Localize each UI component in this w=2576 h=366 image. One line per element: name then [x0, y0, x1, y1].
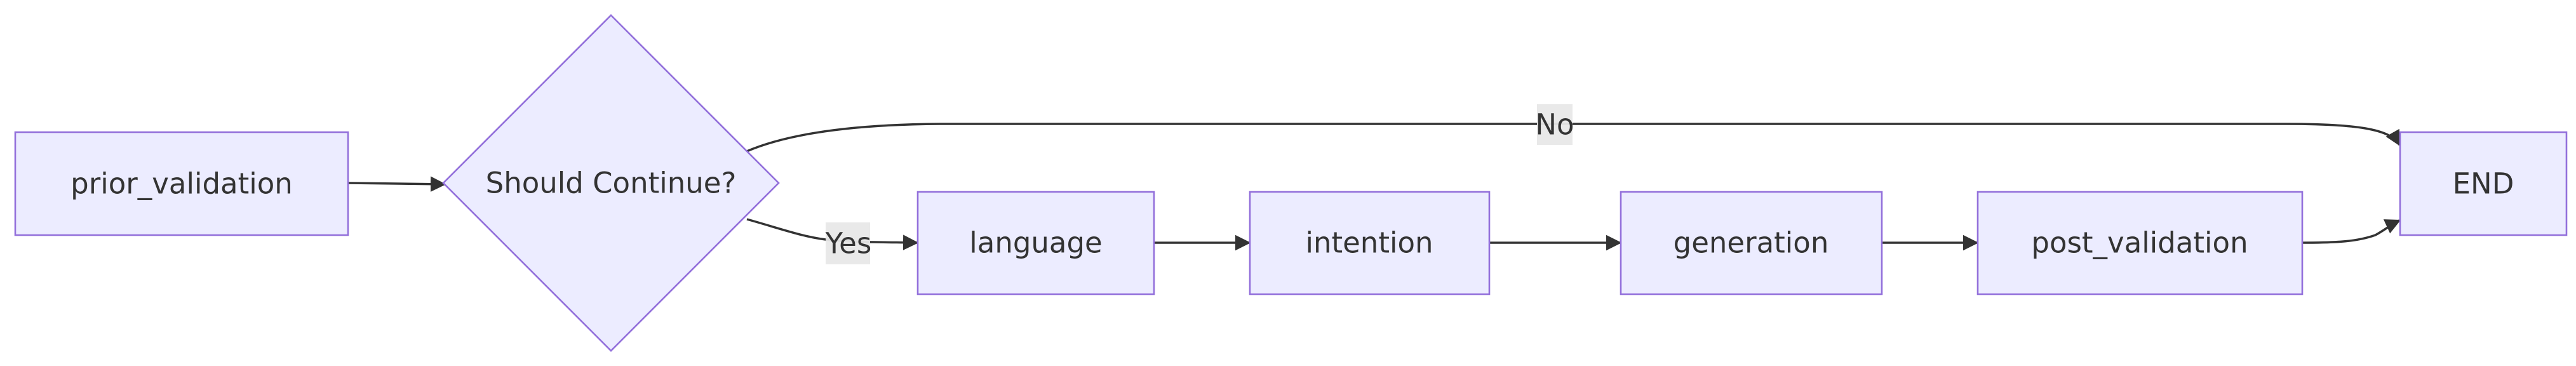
- node-prior-validation[interactable]: prior_validation: [14, 131, 349, 236]
- node-language-box: [916, 191, 1155, 295]
- node-generation[interactable]: generation: [1620, 191, 1883, 295]
- node-should-continue-label: Should Continue?: [486, 166, 737, 200]
- node-end[interactable]: END: [2399, 131, 2568, 236]
- edge-decision-no: [746, 123, 2401, 152]
- node-generation-box: [1620, 191, 1883, 295]
- node-post-validation[interactable]: post_validation: [1976, 191, 2304, 295]
- node-post-validation-label: post_validation: [2031, 226, 2248, 260]
- node-intention[interactable]: intention: [1249, 191, 1491, 295]
- node-should-continue[interactable]: Should Continue?: [442, 14, 780, 352]
- edge-labels: No Yes: [825, 104, 1574, 264]
- node-intention-label: intention: [1305, 226, 1433, 260]
- node-intention-box: [1249, 191, 1491, 295]
- node-language-label: language: [969, 226, 1103, 260]
- edge-prior-to-decision: [347, 176, 446, 192]
- edge-label-no: No: [1535, 108, 1574, 142]
- node-end-box: [2399, 131, 2568, 236]
- edge-label-yes-bg: [826, 222, 870, 264]
- node-post-validation-box: [1976, 191, 2304, 295]
- nodes: prior_validation Should Continue? langua…: [14, 14, 2568, 352]
- node-prior-validation-label: prior_validation: [70, 167, 293, 201]
- node-prior-validation-box: [14, 131, 349, 236]
- node-language[interactable]: language: [916, 191, 1155, 295]
- node-should-continue-diamond: [442, 14, 780, 352]
- node-generation-label: generation: [1674, 226, 1829, 260]
- node-end-label: END: [2453, 167, 2514, 201]
- edge-post-to-end: [2301, 219, 2401, 244]
- edge-label-no-bg: [1537, 104, 1573, 145]
- edge-label-yes: Yes: [825, 227, 872, 261]
